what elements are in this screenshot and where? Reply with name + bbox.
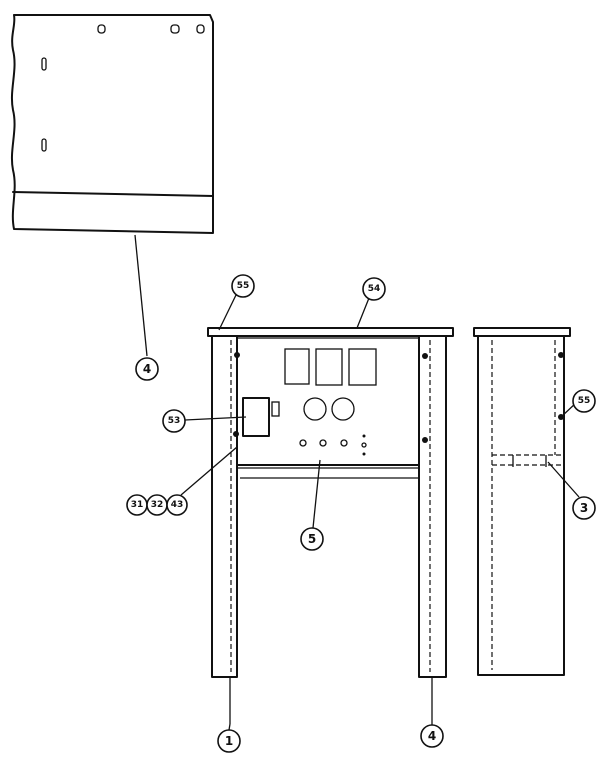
- svg-text:43: 43: [171, 500, 184, 510]
- svg-text:3: 3: [580, 501, 588, 515]
- svg-text:55: 55: [237, 281, 250, 291]
- svg-text:54: 54: [368, 284, 381, 294]
- top-panel: [11, 14, 214, 234]
- callout-53: 53: [162, 409, 186, 433]
- svg-text:1: 1: [225, 734, 233, 748]
- callout-32: 32: [146, 494, 168, 516]
- svg-text:4: 4: [143, 362, 151, 376]
- callout-4-top: 4: [135, 357, 159, 381]
- svg-text:4: 4: [428, 729, 436, 743]
- callout-31: 31: [126, 494, 148, 516]
- callout-5: 5: [300, 527, 324, 551]
- callout-54: 54: [362, 277, 386, 301]
- svg-text:32: 32: [151, 500, 164, 510]
- callout-55-side: 55: [572, 389, 596, 413]
- side-frame: [473, 327, 571, 676]
- callout-1: 1: [217, 729, 241, 753]
- svg-text:55: 55: [578, 396, 591, 406]
- front-frame: [207, 327, 454, 724]
- callout-3: 3: [572, 496, 596, 520]
- callout-55-front: 55: [231, 274, 255, 298]
- svg-text:31: 31: [131, 500, 144, 510]
- svg-text:5: 5: [308, 532, 316, 546]
- callout-4-leg: 4: [420, 724, 444, 748]
- svg-text:53: 53: [168, 416, 181, 426]
- callout-43: 43: [166, 494, 188, 516]
